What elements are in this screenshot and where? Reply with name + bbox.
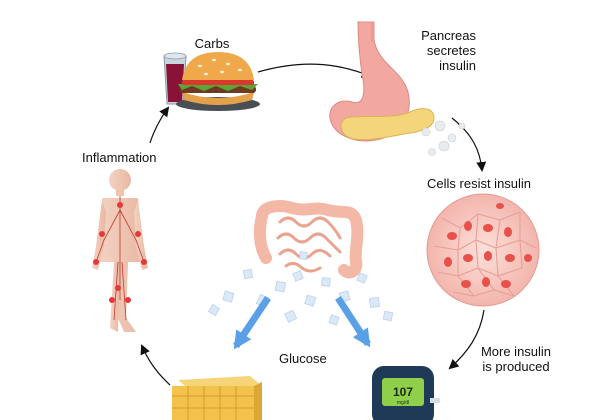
arrow-carbs-to-pancreas — [257, 63, 372, 78]
burger-icon — [176, 52, 260, 111]
cells-icon — [426, 193, 540, 307]
label-inflammation: Inflammation — [82, 150, 157, 165]
meter-screen — [382, 378, 424, 406]
meter-reading: 107 — [393, 385, 413, 399]
intestine-icon — [253, 200, 364, 279]
glucose-arrow-right — [335, 296, 371, 348]
arrow-pancreas-to-cells — [451, 117, 487, 172]
drink-icon — [163, 52, 187, 105]
stomach-icon — [329, 21, 410, 142]
fat-tissue-icon — [172, 376, 262, 420]
label-pancreas-secretes-insulin: Pancreas secretes insulin — [396, 28, 476, 73]
label-pancreas-line3: insulin — [439, 58, 476, 73]
label-more-insulin-line1: More insulin — [480, 344, 552, 359]
label-more-insulin-line2: is produced — [482, 359, 550, 374]
arrow-inflammation-to-carbs — [149, 106, 170, 144]
arrow-cells-to-more-insulin — [448, 309, 485, 370]
label-pancreas-line1: Pancreas — [421, 28, 476, 43]
label-glucose: Glucose — [279, 351, 327, 366]
cycle-arrows — [140, 63, 487, 386]
glucose-meter-icon: 107 mg/dl — [372, 366, 440, 420]
arrow-tissue-to-body — [140, 344, 171, 386]
label-carbs: Carbs — [194, 36, 230, 51]
glucose-cubes-icon — [207, 251, 394, 326]
carbs-illustration — [163, 52, 260, 111]
label-pancreas-line2: secretes — [426, 43, 476, 58]
insulin-particles — [421, 120, 466, 156]
label-more-insulin-produced: More insulin is produced — [468, 344, 564, 374]
human-body-icon — [92, 169, 148, 332]
glucose-arrow-left — [233, 296, 271, 350]
meter-unit: mg/dl — [397, 400, 409, 406]
label-cells-resist-insulin: Cells resist insulin — [427, 176, 532, 191]
